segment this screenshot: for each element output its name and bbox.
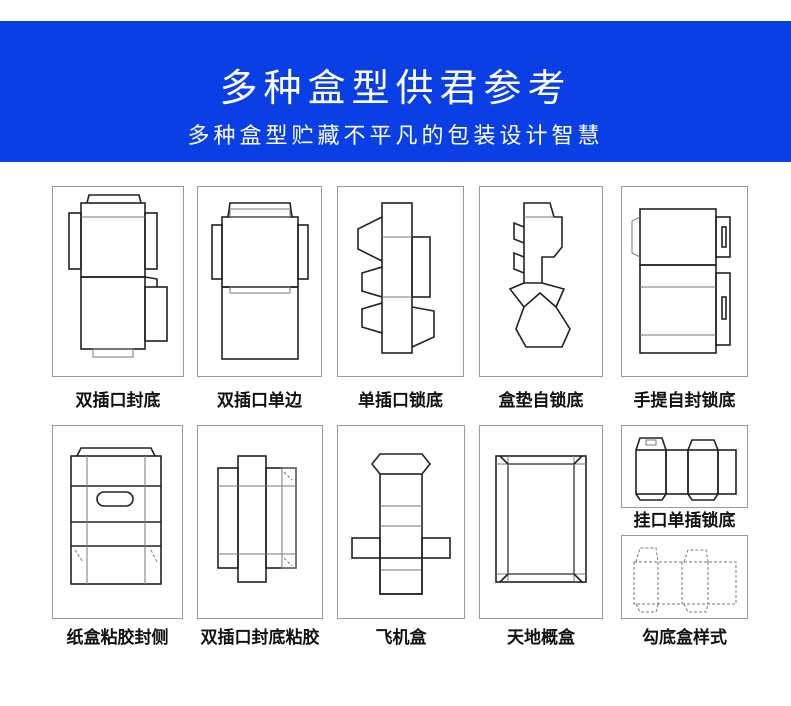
pad-auto-lock-bottom-dieline-icon <box>508 202 571 348</box>
box-type-label: 纸盒粘胶封侧 <box>66 628 169 648</box>
double-tuck-bottom-dieline-icon <box>68 194 168 358</box>
box-type-label: 天地概盒 <box>507 628 575 648</box>
box-type-card-double-tuck-glued-bottom <box>197 425 323 619</box>
box-type-card-lid-and-base-box <box>479 425 603 619</box>
glued-side-seam-dieline-icon <box>70 447 162 585</box>
header-banner: 多种盒型供君参考 多种盒型贮藏不平凡的包装设计智慧 <box>0 21 791 162</box>
box-type-label: 手提自封锁底 <box>633 391 736 411</box>
box-type-card-glued-side-seam <box>52 425 183 619</box>
lid-and-base-box-dieline-icon <box>495 455 587 583</box>
box-type-card-mailer-box <box>337 425 465 619</box>
page-subtitle: 多种盒型贮藏不平凡的包装设计智慧 <box>187 124 604 149</box>
box-type-card-single-tuck-lock-bottom <box>337 186 464 377</box>
box-type-label: 双插口单边 <box>217 391 302 411</box>
hook-bottom-box-dieline-icon <box>633 547 737 613</box>
box-type-label: 挂口单插锁底 <box>633 511 736 531</box>
box-type-label: 双插口封底 <box>75 391 161 411</box>
box-type-card-pad-auto-lock-bottom <box>479 186 603 377</box>
box-type-card-double-tuck-bottom <box>52 186 184 377</box>
box-type-card-hook-bottom-box <box>621 535 748 619</box>
box-type-card-handle-auto-seal-lock-bottom <box>621 186 748 377</box>
box-type-label: 单插口锁底 <box>358 391 443 411</box>
box-type-label: 飞机盒 <box>375 628 427 648</box>
double-tuck-glued-bottom-dieline-icon <box>217 455 297 583</box>
box-type-label: 勾底盒样式 <box>642 628 727 648</box>
hang-tab-single-tuck-lock-bottom-dieline-icon <box>635 437 737 501</box>
box-type-label: 双插口封底粘胶 <box>200 628 320 648</box>
handle-auto-seal-lock-bottom-dieline-icon <box>631 208 731 354</box>
double-tuck-single-side-dieline-icon <box>211 202 309 360</box>
page-title: 多种盒型供君参考 <box>219 66 572 110</box>
box-type-card-double-tuck-single-side <box>197 186 322 377</box>
box-type-label: 盒垫自锁底 <box>498 391 584 411</box>
single-tuck-lock-bottom-dieline-icon <box>357 202 435 354</box>
box-type-card-hang-tab-lock-bottom <box>621 425 748 508</box>
mailer-box-dieline-icon <box>351 453 451 595</box>
